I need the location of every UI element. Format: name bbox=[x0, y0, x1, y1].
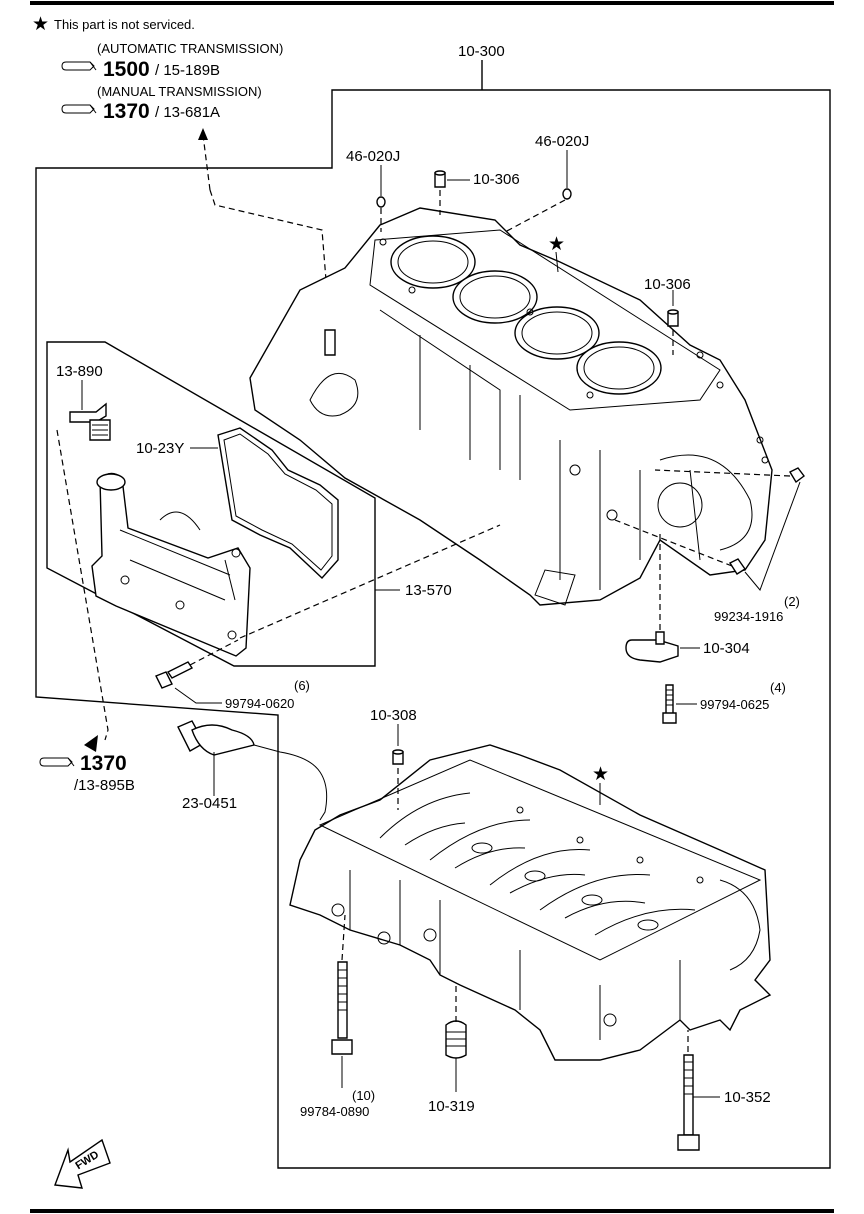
not-serviced-star-icon: ★ bbox=[548, 233, 565, 255]
torque-leader-lower bbox=[56, 429, 109, 741]
torque-ref: / 15-189B bbox=[155, 62, 220, 79]
torque-ref-lower: 1370 /13-895B bbox=[39, 752, 135, 794]
callout-knock-pin-right: 10-306 bbox=[644, 276, 691, 293]
torque-value: 1500 bbox=[103, 58, 150, 81]
dowel-right bbox=[562, 188, 572, 200]
note-star-icon: ★ bbox=[32, 13, 49, 35]
lower-block bbox=[289, 744, 772, 1061]
cylinder-bore-3 bbox=[514, 306, 600, 360]
plug-upper bbox=[789, 467, 805, 484]
cylinder-bore-2 bbox=[452, 270, 538, 324]
callout-pcv-valve: 13-890 bbox=[56, 363, 103, 380]
pcv-valve bbox=[69, 402, 111, 441]
cylinder-bore-1 bbox=[390, 235, 476, 289]
callout-bolt-main: 99784-0890 bbox=[300, 1104, 369, 1119]
gasket bbox=[217, 427, 339, 580]
arrow-up-icon bbox=[198, 128, 208, 140]
callout-plug: 99234-1916 bbox=[714, 609, 783, 624]
torque-ref: / 13-681A bbox=[155, 104, 220, 121]
callout-bracket: 10-304 bbox=[703, 640, 750, 657]
note-text: This part is not serviced. bbox=[54, 17, 195, 32]
callout-bolt-bracket-qty: (4) bbox=[770, 680, 786, 695]
torque-condition: (AUTOMATIC TRANSMISSION) bbox=[97, 41, 283, 56]
callout-bolt-separator: 99794-0620 bbox=[225, 696, 294, 711]
star-leader bbox=[555, 251, 559, 273]
plug-lower bbox=[728, 558, 746, 575]
bolt-main bbox=[331, 961, 353, 1055]
callout-gasket: 10-23Y bbox=[136, 440, 184, 457]
torque-ref-manual: (MANUAL TRANSMISSION) 1370 / 13-681A bbox=[61, 84, 262, 123]
plug-lower-block bbox=[445, 1020, 467, 1059]
wrench-icon bbox=[61, 104, 97, 114]
torque-leader-upper bbox=[202, 134, 211, 191]
bolt-separator bbox=[155, 661, 194, 689]
fwd-arrow-icon: FWD bbox=[54, 1138, 111, 1189]
callout-pin-lower: 10-308 bbox=[370, 707, 417, 724]
torque-ref: /13-895B bbox=[74, 777, 135, 794]
upper-cylinder-block bbox=[249, 207, 773, 606]
torque-condition: (MANUAL TRANSMISSION) bbox=[97, 84, 262, 99]
bolt-lower bbox=[677, 1054, 700, 1151]
bracket bbox=[625, 631, 679, 663]
callout-bolt-main-qty: (10) bbox=[352, 1088, 375, 1103]
bolt-bracket bbox=[662, 684, 677, 724]
callout-bolt-separator-qty: (6) bbox=[294, 678, 310, 693]
callout-dowel-right: 46-020J bbox=[535, 133, 589, 150]
callout-knock-pin-top: 10-306 bbox=[473, 171, 520, 188]
callout-oil-separator: 13-570 bbox=[405, 582, 452, 599]
oil-separator-frame bbox=[46, 341, 376, 667]
callout-bolt-bracket: 99794-0625 bbox=[700, 697, 769, 712]
callout-sensor: 23-0451 bbox=[182, 795, 237, 812]
torque-ref-automatic: (AUTOMATIC TRANSMISSION) 1500 / 15-189B bbox=[61, 41, 283, 81]
callout-plug-lower: 10-319 bbox=[428, 1098, 475, 1115]
callout-block-assembly: 10-300 bbox=[458, 43, 505, 60]
wrench-icon bbox=[39, 757, 75, 767]
wrench-icon bbox=[61, 61, 97, 71]
callout-dowel-left: 46-020J bbox=[346, 148, 400, 165]
torque-value: 1370 bbox=[103, 100, 150, 123]
oil-separator bbox=[91, 472, 251, 657]
torque-value: 1370 bbox=[80, 752, 127, 775]
callout-plug-qty: (2) bbox=[784, 594, 800, 609]
dowel-left bbox=[376, 196, 386, 208]
oil-level-sensor bbox=[177, 720, 328, 821]
callout-bolt-lower: 10-352 bbox=[724, 1089, 771, 1106]
not-serviced-star-icon-lower: ★ bbox=[592, 763, 609, 785]
cylinder-bore-4 bbox=[576, 341, 662, 395]
arrow-down-icon bbox=[84, 735, 98, 752]
block-assembly-frame bbox=[35, 89, 831, 1169]
